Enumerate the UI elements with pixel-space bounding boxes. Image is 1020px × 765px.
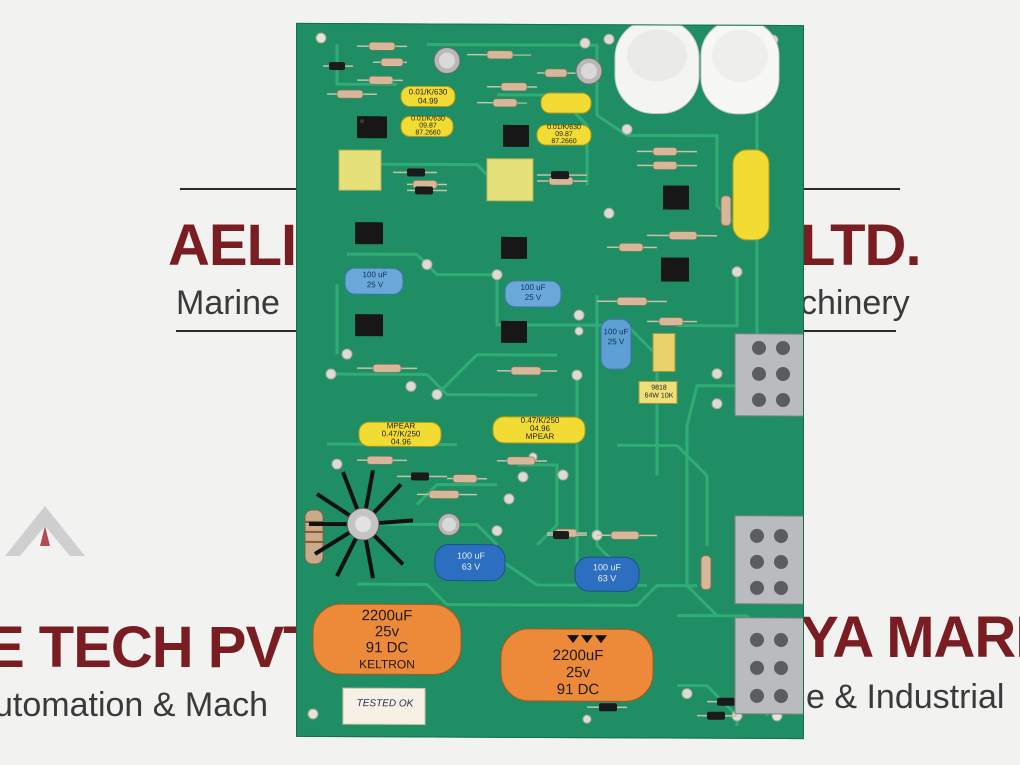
solder-pads [325, 33, 743, 724]
terminal-blocks [734, 333, 803, 715]
logo-mark [5, 506, 85, 556]
orange-cap-label-2: 2200uF 25v 91 DC [552, 647, 604, 699]
tested-sticker [342, 687, 426, 725]
sign-tagline-left: Marine [176, 284, 280, 322]
sign-lower-right: YA MARIN [800, 605, 1020, 670]
ic-chips [355, 116, 689, 343]
sign-tagline-right: chinery [800, 284, 910, 322]
yellow-film-capacitors [358, 85, 770, 447]
tested-label: TESTED OK [356, 698, 414, 710]
heatsink [309, 469, 414, 579]
transistors [433, 47, 603, 537]
sign-company-right: LTD. [800, 213, 922, 278]
pcb-artwork [304, 23, 803, 726]
orange-cap-label-1: 2200uF 25v 91 DC KELTRON [359, 607, 415, 672]
sign-lower-tag-right: e & Industrial [806, 678, 1005, 716]
orange-electrolytics [312, 603, 654, 702]
blue-electrolytics [344, 267, 640, 592]
sign-lower-tag-left: utomation & Mach [0, 686, 269, 724]
white-components [614, 23, 780, 115]
diodes [323, 62, 747, 720]
box-capacitors [338, 149, 678, 405]
